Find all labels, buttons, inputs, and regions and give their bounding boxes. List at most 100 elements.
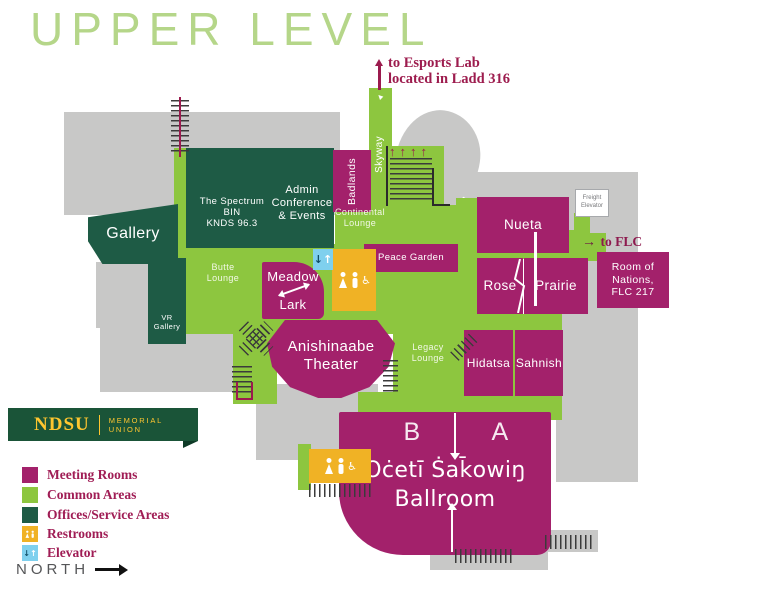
nueta-label: Nueta: [503, 217, 543, 233]
stairs-theater-right: [383, 360, 398, 394]
ballroom-section-a: A: [491, 418, 509, 446]
woman-icon: [26, 530, 30, 538]
ballroom-name-line2: Ballroom: [394, 487, 496, 512]
elevator-swatch: ↓↑: [22, 545, 38, 561]
common-flc-tab: [574, 213, 590, 235]
north-indicator: NORTH: [16, 561, 129, 578]
legend-label: Elevator: [47, 545, 97, 560]
stair-wall-l: [432, 168, 450, 206]
wall: [534, 232, 537, 306]
esports-note-line2: located in Ladd 316: [388, 71, 511, 87]
restroom-area-upper: ♿: [332, 249, 376, 311]
room-nueta: Nueta: [477, 197, 569, 253]
elevator-up-arrow-icon: ↑: [30, 548, 37, 558]
skyway-label: Skyway: [374, 136, 385, 173]
common-areas-swatch: [22, 487, 38, 503]
ballroom-name-line1: Oċetī Ṡak̄owiŋ: [364, 458, 526, 483]
restroom-area-lower: ♿: [309, 449, 371, 483]
ballroom-divider-bottom: [451, 510, 453, 552]
esports-arrow: [378, 66, 381, 90]
legend-label: Offices/Service Areas: [47, 507, 170, 522]
restrooms-swatch: [22, 526, 38, 542]
stairs-skyway: [390, 158, 432, 200]
badlands-label: Badlands: [345, 157, 358, 205]
woman-icon: [325, 458, 333, 475]
elevator-down-arrow-icon: ↓: [23, 548, 30, 558]
man-icon: [351, 272, 359, 289]
wheelchair-icon: ♿: [347, 459, 357, 473]
rose-prairie-divider: [513, 259, 526, 313]
legend-item-offices: Offices/Service Areas: [22, 506, 169, 524]
to-flc-arrow-icon: →: [582, 235, 596, 250]
elevator-area: ↓↑: [313, 249, 333, 270]
legend-label: Common Areas: [47, 487, 137, 502]
stairs-north: [171, 97, 189, 157]
stairs-up-arrows-icon: ↑↑↑↑: [389, 144, 431, 159]
ballroom-divider-arrow-down-icon: [450, 453, 460, 460]
memorial-union-label: MEMORIAL UNION: [108, 415, 163, 434]
gallery-label: Gallery: [106, 224, 160, 242]
meadow-lark-arrow-icon: [278, 283, 310, 297]
offices-swatch: [22, 507, 38, 523]
woman-icon: [339, 272, 347, 289]
legend-item-common-areas: Common Areas: [22, 486, 136, 504]
ballroom-section-b: B: [403, 418, 421, 446]
skyway-arrow-icon: ▲: [373, 90, 386, 103]
ballroom-divider-top: [454, 413, 456, 453]
meeting-rooms-swatch: [22, 467, 38, 483]
man-icon: [337, 458, 345, 475]
to-flc-note: → to FLC: [582, 233, 642, 251]
ndsu-banner: NDSU MEMORIAL UNION: [8, 408, 198, 441]
man-icon: [31, 530, 35, 538]
room-badlands: Badlands: [333, 150, 371, 212]
common-tab: [298, 444, 311, 490]
peace-garden-label: Peace Garden: [377, 252, 445, 264]
stairs-ballroom-east: [545, 535, 593, 549]
room-meadow-lark: Meadow Lark: [262, 262, 324, 319]
legend-item-meeting-rooms: Meeting Rooms: [22, 466, 137, 484]
elevator-down-arrow-icon: ↓: [313, 253, 323, 266]
north-arrowhead-icon: [119, 563, 129, 576]
legend-label: Restrooms: [47, 526, 109, 541]
legend-item-elevator: ↓↑ Elevator: [22, 544, 97, 562]
room-peace-garden: Peace Garden: [364, 244, 458, 272]
lark-label: Lark: [279, 297, 307, 312]
north-label: NORTH: [16, 561, 90, 578]
esports-arrowhead-icon: [375, 59, 383, 66]
esports-note-line1: to Esports Lab: [388, 55, 480, 71]
banner-divider: [98, 414, 100, 435]
room-sahnish: Sahnish: [515, 330, 563, 396]
page-title: UPPER LEVEL: [30, 3, 433, 55]
rose-label: Rose: [483, 278, 517, 294]
area-gallery: Gallery: [88, 204, 178, 264]
wheelchair-icon: ♿: [361, 273, 371, 287]
to-flc-label: to FLC: [600, 234, 643, 249]
elevator-up-arrow-icon: ↑: [323, 253, 333, 266]
stairs-ballroom-south: [455, 549, 515, 563]
stair-wall: [386, 146, 388, 206]
stairs-rail: [179, 97, 181, 157]
meadow-label: Meadow: [267, 269, 319, 284]
prairie-label: Prairie: [535, 278, 577, 294]
circulation-block: [96, 262, 152, 328]
stairs-bracket: [236, 382, 253, 400]
ndsu-logo: NDSU: [34, 413, 90, 435]
room-rose: Rose: [477, 258, 523, 314]
hidatsa-label: Hidatsa: [466, 355, 511, 370]
ballroom-divider-arrow-up-icon: [447, 503, 457, 510]
legend-label: Meeting Rooms: [47, 467, 138, 482]
legend-item-restrooms: Restrooms: [22, 525, 108, 543]
